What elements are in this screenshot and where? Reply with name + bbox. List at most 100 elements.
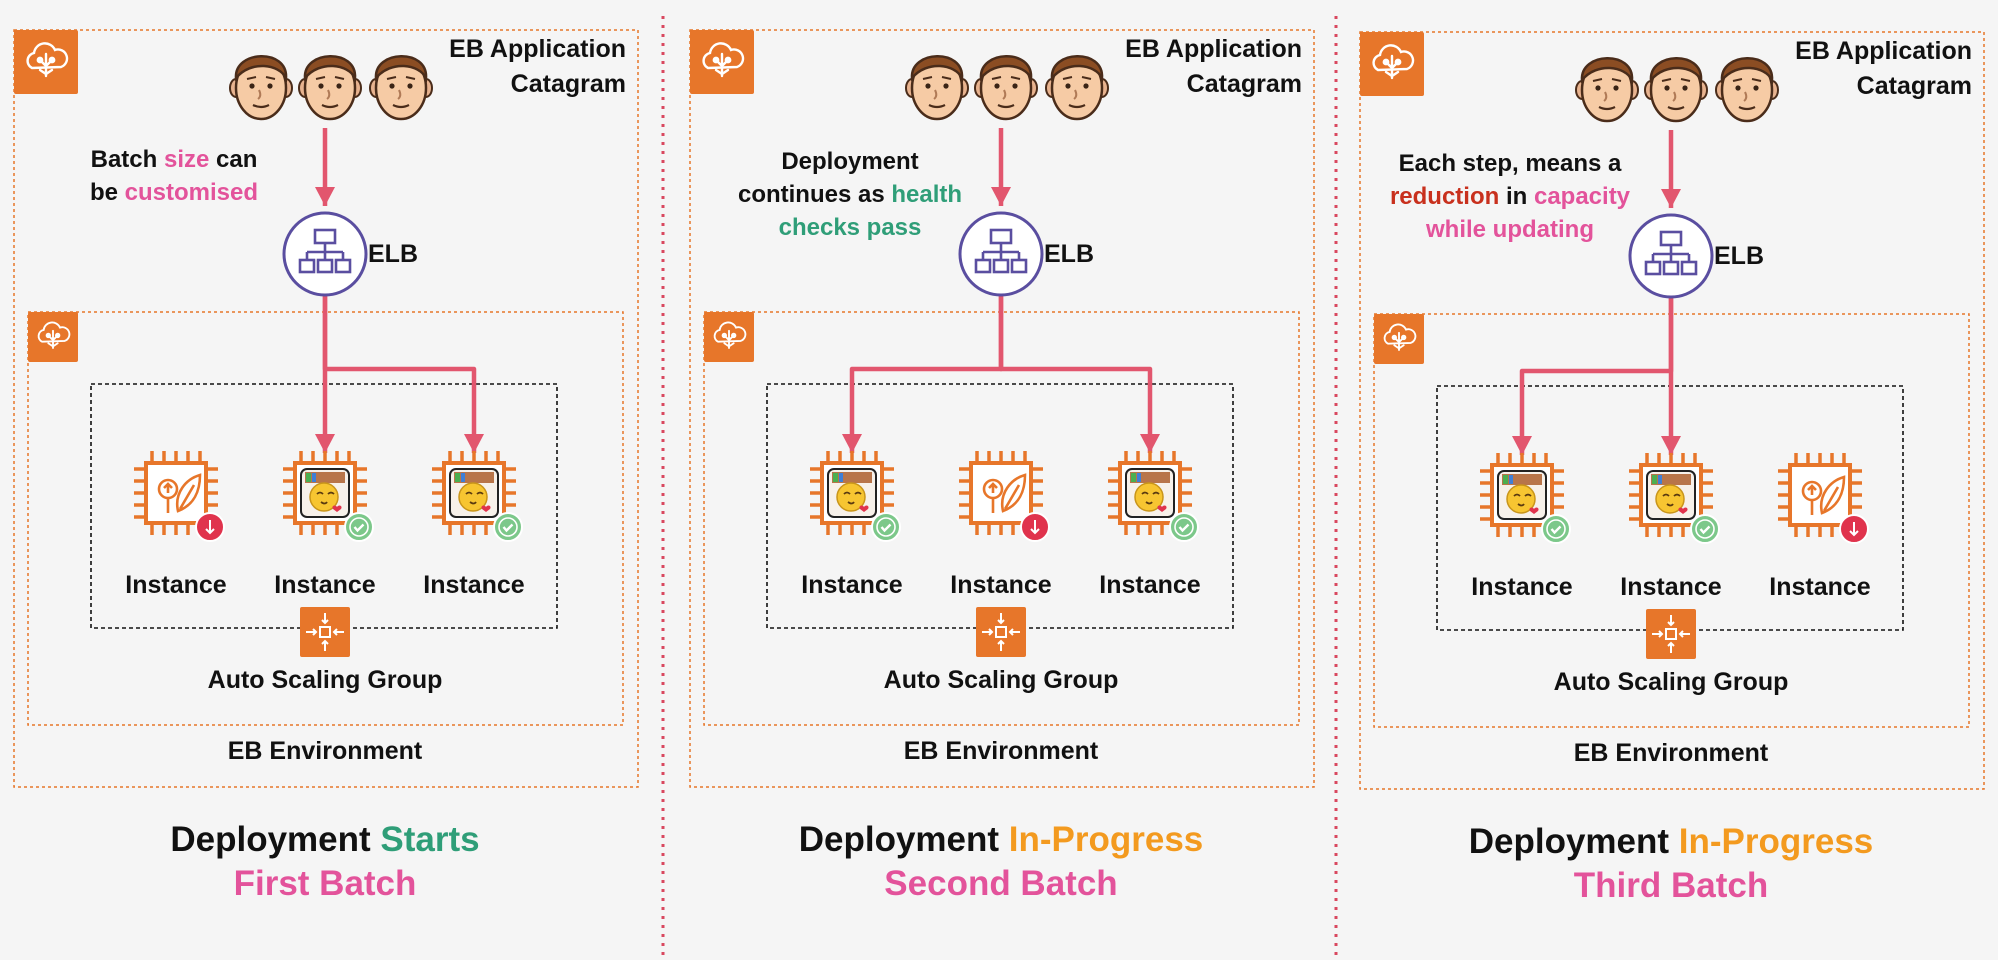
instance-label: Instance (274, 571, 376, 599)
instance-3-new-version (432, 451, 523, 542)
catagram-app-icon (1497, 470, 1547, 520)
deployment-word: Deployment (798, 820, 1000, 859)
deployment-word: Deployment (1468, 822, 1670, 861)
eb-environment-label: EB Environment (903, 737, 1099, 765)
auto-scaling-icon (976, 607, 1026, 657)
annotation-line: checks pass (718, 211, 982, 244)
health-check-pass-icon (1690, 514, 1720, 544)
updating-down-icon (1839, 514, 1869, 544)
batch-title: Second Batch (884, 864, 1118, 903)
catagram-app-icon (1125, 468, 1175, 518)
updating-down-icon (1020, 512, 1050, 542)
annotation-text: Each step, means a reduction in capacity w… (1360, 147, 1660, 246)
load-balancer-icon (958, 211, 1044, 297)
health-check-pass-icon (344, 512, 374, 542)
auto-scaling-icon (300, 607, 350, 657)
instance-3-new-version (1108, 451, 1199, 542)
annotation-line: Each step, means a (1360, 147, 1660, 180)
annotation-segment: capacity (1533, 183, 1631, 210)
application-name-line: Catagram (1186, 70, 1302, 98)
instance-label: Instance (1099, 571, 1201, 599)
updating-down-icon (195, 512, 225, 542)
catagram-app-icon (827, 468, 877, 518)
annotation-segment: Each step, means a (1398, 150, 1622, 177)
annotation-segment: Deployment (781, 148, 919, 175)
panel-graphics (1359, 31, 1985, 790)
annotation-line: be customised (42, 176, 306, 209)
load-balancer-icon (282, 211, 368, 297)
annotation-segment: be (89, 179, 125, 206)
eb-environment-label: EB Environment (227, 737, 423, 765)
instance-2-new-version (1629, 453, 1720, 544)
elastic-beanstalk-application-icon (1360, 32, 1424, 96)
instance-label: Instance (801, 571, 903, 599)
annotation-line: while updating (1360, 213, 1660, 246)
instance-label: Instance (1471, 573, 1573, 601)
catagram-app-icon (449, 468, 499, 518)
annotation-segment: customised (124, 179, 259, 206)
annotation-line: reduction in capacity (1360, 180, 1660, 213)
annotation-segment: health (891, 181, 963, 208)
deployment-status: In-Progress (1008, 820, 1204, 859)
instance-1-new-version (810, 451, 901, 542)
annotation-segment: continues as (737, 181, 892, 208)
elastic-beanstalk-application-icon (690, 30, 754, 94)
user-icon (369, 55, 433, 121)
application-name-line: EB Application (1125, 35, 1302, 63)
instance-1-old-version (134, 451, 225, 542)
deployment-status: In-Progress (1678, 822, 1874, 861)
annotation-line: Batch size can (42, 143, 306, 176)
deployment-stage-title: Deployment In-Progress (676, 818, 1326, 861)
annotation-segment: while updating (1426, 216, 1594, 243)
instance-1-new-version (1480, 453, 1571, 544)
panel-graphics (689, 29, 1315, 788)
auto-scaling-group-label: Auto Scaling Group (883, 666, 1119, 694)
eb-application-boundary (689, 29, 1315, 788)
user-icon (298, 55, 362, 121)
instance-label: Instance (125, 571, 227, 599)
arrow-users-to-elb (991, 128, 1011, 206)
instance-label: Instance (950, 571, 1052, 599)
instance-label: Instance (1769, 573, 1871, 601)
catagram-app-icon (1646, 470, 1696, 520)
instance-2-old-version (959, 451, 1050, 542)
leaf-app-icon (1801, 475, 1846, 515)
annotation-line: Deployment (718, 145, 982, 178)
leaf-app-icon (982, 473, 1027, 513)
annotation-text: Deployment continues as health checks pass (718, 145, 982, 244)
arrow-users-to-elb (1661, 130, 1681, 208)
user-icon (974, 55, 1038, 121)
auto-scaling-group-label: Auto Scaling Group (207, 666, 443, 694)
application-name-line: EB Application (1795, 37, 1972, 65)
eb-application-boundary (13, 29, 639, 788)
auto-scaling-group-boundary (766, 383, 1234, 629)
elastic-beanstalk-application-icon (14, 30, 78, 94)
user-icon (1045, 55, 1109, 121)
instance-3-old-version (1778, 453, 1869, 544)
user-icon (1644, 57, 1708, 123)
annotation-segment: can (209, 146, 258, 173)
elastic-beanstalk-environment-icon (704, 312, 754, 362)
elastic-beanstalk-environment-icon (28, 312, 78, 362)
arrow-elb-to-instance-3 (322, 296, 484, 453)
application-name-line: EB Application (449, 35, 626, 63)
annotation-segment: reduction (1389, 183, 1500, 210)
health-check-pass-icon (1169, 512, 1199, 542)
application-name-line: Catagram (510, 70, 626, 98)
eb-application-boundary (1359, 31, 1985, 790)
deployment-word: Deployment (170, 820, 371, 859)
catagram-app-icon (300, 468, 350, 518)
instance-label: Instance (1620, 573, 1722, 601)
arrow-elb-to-instance-3 (998, 296, 1160, 453)
auto-scaling-group-label: Auto Scaling Group (1553, 668, 1789, 696)
instance-2-new-version (283, 451, 374, 542)
eb-environment-label: EB Environment (1573, 739, 1769, 767)
elb-label: ELB (1714, 242, 1764, 270)
